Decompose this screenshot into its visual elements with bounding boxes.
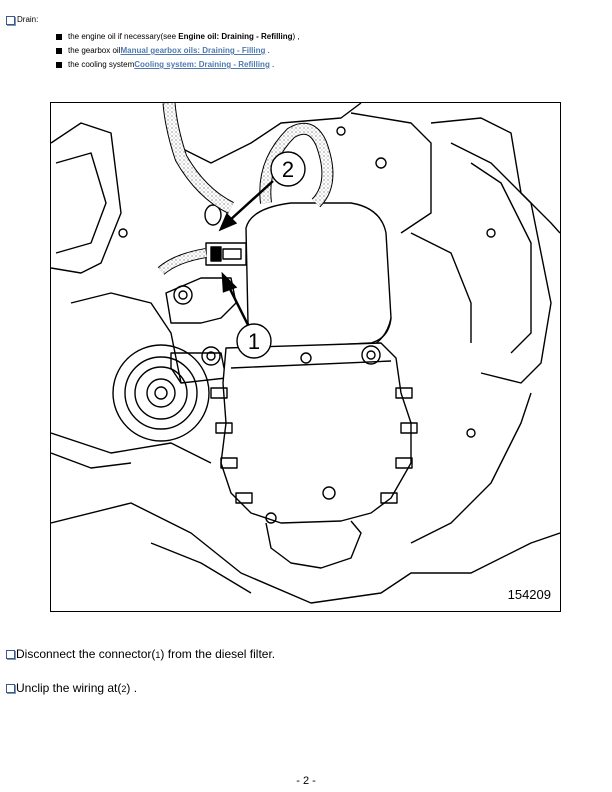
drain-label: Drain:: [17, 15, 39, 24]
gearbox-oil-link[interactable]: Manual gearbox oils: Draining - Filling: [120, 46, 266, 55]
step-text: Disconnect the connector(: [16, 647, 156, 661]
bullet-square-icon: [56, 34, 62, 40]
cooling-system-link[interactable]: Cooling system: Draining - Refilling: [134, 60, 270, 69]
checkbox-icon: [6, 650, 15, 659]
diesel-filter-drawing: 2 1 154209: [51, 103, 560, 604]
engine-oil-reference: Engine oil: Draining - Refilling: [178, 32, 293, 41]
callout-2-label: 2: [282, 157, 294, 182]
checkbox-icon: [6, 16, 15, 25]
step-text: Unclip the wiring at(: [16, 681, 122, 695]
item-text: the cooling system: [68, 60, 135, 69]
figure-number: 154209: [508, 587, 551, 602]
step-text-end: ) from the diesel filter.: [160, 647, 276, 661]
step-reference: 1: [155, 650, 161, 660]
technical-illustration: 2 1 154209: [50, 102, 561, 612]
step-reference: 2: [121, 684, 127, 694]
step-text-end: ) .: [126, 681, 138, 695]
item-suffix: .: [265, 46, 270, 55]
bullet-square-icon: [56, 62, 62, 68]
checkbox-icon: [6, 684, 15, 693]
item-text: the gearbox oil: [68, 46, 121, 55]
item-text: the engine oil if necessary(see: [68, 32, 179, 41]
item-suffix: .: [269, 60, 275, 69]
page-number: - 2 -: [296, 775, 316, 787]
bullet-square-icon: [56, 48, 62, 54]
item-suffix: ) ,: [292, 32, 300, 41]
callout-1-label: 1: [248, 329, 260, 354]
